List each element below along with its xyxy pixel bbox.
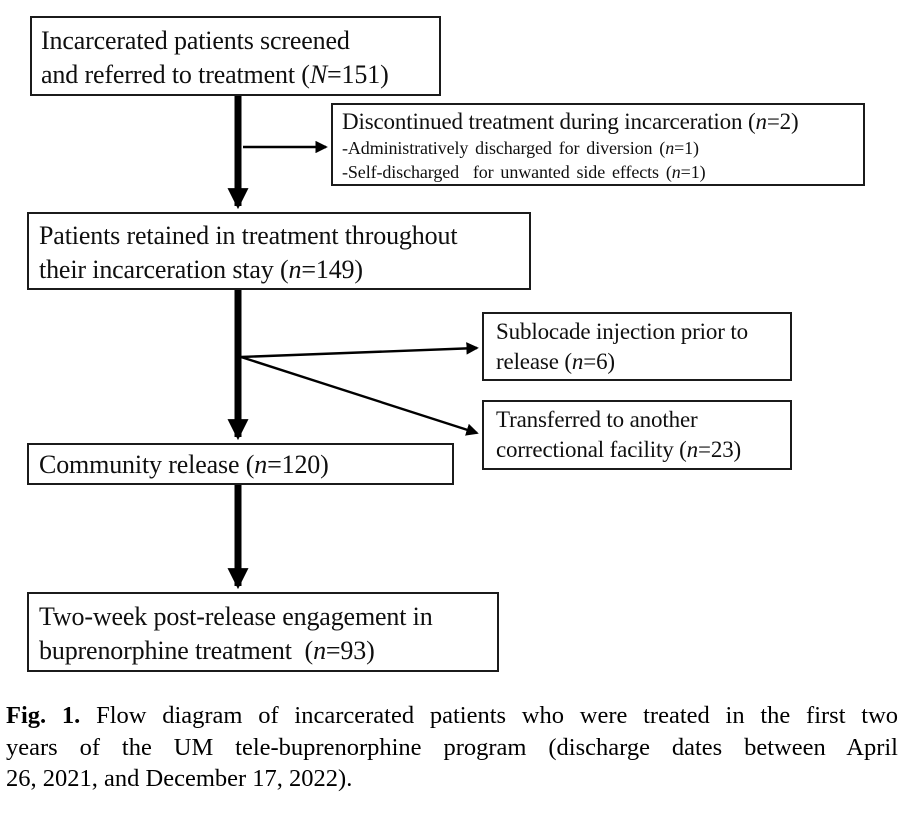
figure-caption-label: Fig. 1.: [6, 702, 81, 729]
box-discontinued-treatment: Discontinued treatment during incarcerat…: [331, 103, 865, 186]
box-post-release-engagement-text: Two-week post-release engagement in bupr…: [39, 602, 433, 665]
box-discontinued-title: Discontinued treatment during incarcerat…: [342, 109, 799, 134]
figure-caption-line-1: Fig. 1. Flow diagram of incarcerated pat…: [6, 702, 899, 729]
box-sublocade-injection: Sublocade injection prior to release (n=…: [482, 312, 792, 381]
box-transferred-facility-text: Transferred to another correctional faci…: [496, 407, 742, 462]
box-sublocade-injection-text: Sublocade injection prior to release (n=…: [496, 319, 748, 374]
box-post-release-engagement: Two-week post-release engagement in bupr…: [27, 592, 499, 672]
arrow-branch-to-sublocade: [240, 342, 479, 359]
box-discontinued-item-self-discharged: -Self-discharged for unwanted side effec…: [342, 161, 706, 182]
box-patients-retained-text: Patients retained in treatment throughou…: [39, 221, 458, 284]
box-patients-retained: Patients retained in treatment throughou…: [27, 212, 531, 290]
box-community-release-text: Community release (n=120): [39, 450, 329, 479]
arrow-branch-to-transferred: [240, 355, 479, 436]
figure-caption: Fig. 1. Flow diagram of incarcerated pat…: [6, 700, 898, 795]
box-incarcerated-screened-text: Incarcerated patients screened and refer…: [41, 26, 389, 89]
box-community-release: Community release (n=120): [27, 443, 454, 485]
box-transferred-facility: Transferred to another correctional faci…: [482, 400, 792, 470]
box-discontinued-item-administrative: -Administratively discharged for diversi…: [342, 138, 699, 158]
box-incarcerated-screened: Incarcerated patients screened and refer…: [30, 16, 441, 96]
figure-caption-line-3: 26, 2021, and December 17, 2022).: [6, 765, 353, 792]
figure-caption-line-2: years of the UM tele-buprenorphine progr…: [6, 733, 898, 761]
